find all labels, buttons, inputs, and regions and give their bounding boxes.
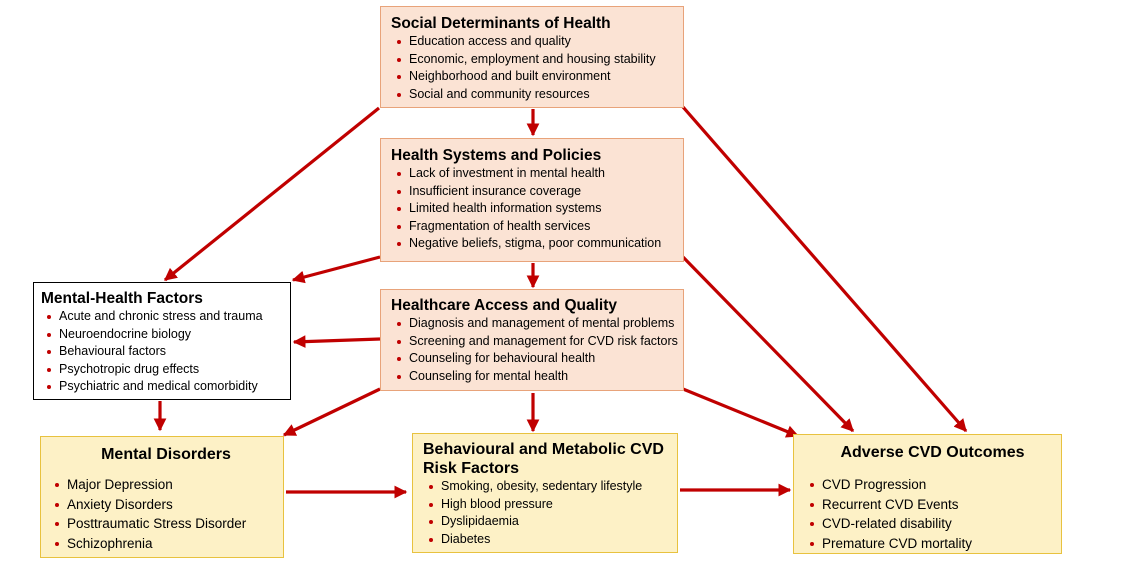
list-item: Recurrent CVD Events bbox=[804, 495, 1061, 515]
list-item: Anxiety Disorders bbox=[49, 495, 283, 515]
adverse-cvd-outcomes-list: CVD Progression Recurrent CVD Events CVD… bbox=[804, 475, 1061, 553]
mental-health-factors-box: Mental-Health Factors Acute and chronic … bbox=[33, 282, 291, 400]
healthcare-access-list: Diagnosis and management of mental probl… bbox=[391, 315, 683, 385]
list-item: Social and community resources bbox=[391, 86, 683, 104]
arrow-haq-to-md bbox=[282, 387, 381, 437]
list-item: CVD-related disability bbox=[804, 514, 1061, 534]
social-determinants-title: Social Determinants of Health bbox=[391, 15, 611, 32]
list-item: Smoking, obesity, sedentary lifestyle bbox=[423, 478, 677, 496]
healthcare-access-title: Healthcare Access and Quality bbox=[391, 297, 617, 314]
list-item: Negative beliefs, stigma, poor communica… bbox=[391, 235, 683, 253]
list-item: Dyslipidaemia bbox=[423, 513, 677, 531]
list-item: Lack of investment in mental health bbox=[391, 165, 683, 183]
mental-disorders-list: Major Depression Anxiety Disorders Postt… bbox=[49, 475, 283, 553]
arrow-haq-to-mhf bbox=[292, 335, 381, 348]
list-item: Premature CVD mortality bbox=[804, 534, 1061, 554]
health-systems-list: Lack of investment in mental health Insu… bbox=[391, 165, 683, 253]
list-item: Behavioural factors bbox=[41, 343, 290, 361]
list-item: Major Depression bbox=[49, 475, 283, 495]
cvd-risk-factors-title-line2: Risk Factors bbox=[423, 460, 520, 477]
list-item: Diagnosis and management of mental probl… bbox=[391, 315, 683, 333]
list-item: CVD Progression bbox=[804, 475, 1061, 495]
list-item: Insufficient insurance coverage bbox=[391, 183, 683, 201]
arrow-haq-to-acvd bbox=[682, 387, 800, 438]
social-determinants-box: Social Determinants of Health Education … bbox=[380, 6, 684, 108]
list-item: Psychiatric and medical comorbidity bbox=[41, 378, 290, 396]
list-item: Screening and management for CVD risk fa… bbox=[391, 333, 683, 351]
arrow-sdoh-to-acvd bbox=[681, 105, 968, 433]
mental-health-factors-list: Acute and chronic stress and trauma Neur… bbox=[41, 308, 290, 396]
list-item: Neighborhood and built environment bbox=[391, 68, 683, 86]
list-item: Psychotropic drug effects bbox=[41, 361, 290, 379]
mental-health-factors-title: Mental-Health Factors bbox=[41, 290, 203, 307]
list-item: Fragmentation of health services bbox=[391, 218, 683, 236]
arrow-hsp-to-acvd bbox=[681, 255, 855, 433]
health-systems-title: Health Systems and Policies bbox=[391, 147, 602, 164]
list-item: Economic, employment and housing stabili… bbox=[391, 51, 683, 69]
list-item: Counseling for behavioural health bbox=[391, 350, 683, 368]
mental-disorders-title: Mental Disorders bbox=[101, 446, 231, 463]
list-item: Neuroendocrine biology bbox=[41, 326, 290, 344]
arrow-hsp-to-mhf bbox=[291, 255, 381, 284]
list-item: Diabetes bbox=[423, 531, 677, 549]
cvd-risk-factors-title-line1: Behavioural and Metabolic CVD bbox=[423, 441, 664, 458]
list-item: Schizophrenia bbox=[49, 534, 283, 554]
cvd-risk-factors-list: Smoking, obesity, sedentary lifestyle Hi… bbox=[423, 478, 677, 548]
list-item: Limited health information systems bbox=[391, 200, 683, 218]
list-item: Posttraumatic Stress Disorder bbox=[49, 514, 283, 534]
healthcare-access-box: Healthcare Access and Quality Diagnosis … bbox=[380, 289, 684, 391]
social-determinants-list: Education access and quality Economic, e… bbox=[391, 33, 683, 103]
adverse-cvd-outcomes-box: Adverse CVD Outcomes CVD Progression Rec… bbox=[793, 434, 1062, 554]
health-systems-box: Health Systems and Policies Lack of inve… bbox=[380, 138, 684, 262]
mental-disorders-box: Mental Disorders Major Depression Anxiet… bbox=[40, 436, 284, 558]
arrow-sdoh-to-mhf bbox=[163, 106, 381, 282]
adverse-cvd-outcomes-title: Adverse CVD Outcomes bbox=[840, 444, 1025, 461]
list-item: Education access and quality bbox=[391, 33, 683, 51]
list-item: High blood pressure bbox=[423, 496, 677, 514]
list-item: Counseling for mental health bbox=[391, 368, 683, 386]
list-item: Acute and chronic stress and trauma bbox=[41, 308, 290, 326]
cvd-risk-factors-box: Behavioural and Metabolic CVD Risk Facto… bbox=[412, 433, 678, 553]
